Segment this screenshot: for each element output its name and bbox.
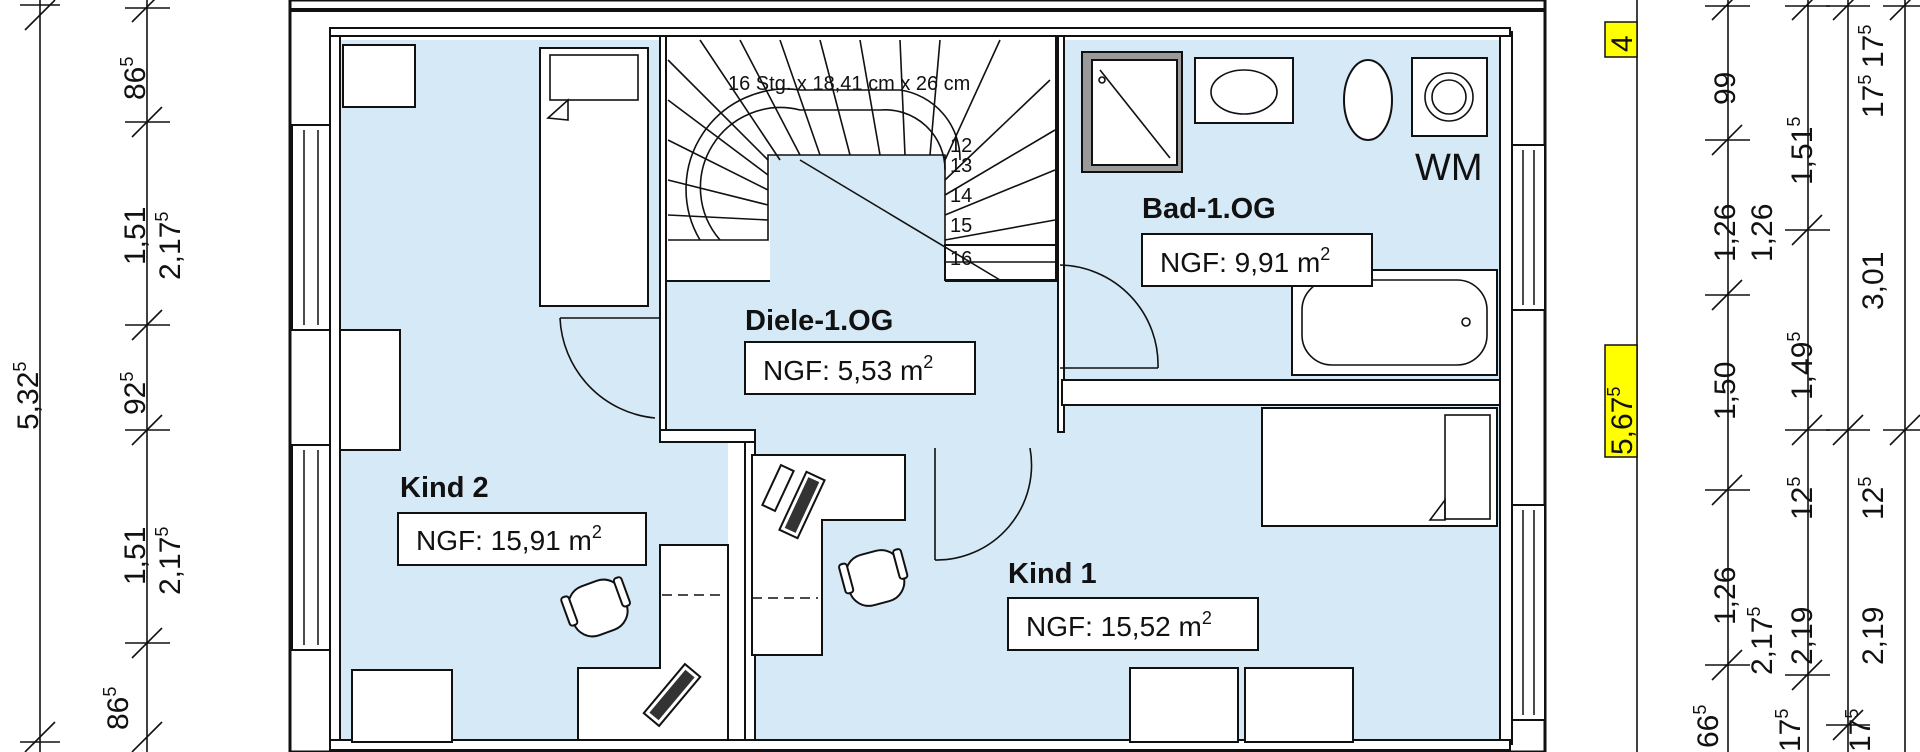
bad-bathtub — [1291, 269, 1498, 376]
dim-right2-125: 125 — [1784, 477, 1819, 520]
marker-mid-bg — [1604, 344, 1638, 458]
kind1-keyboard-2 — [761, 463, 795, 513]
bad-bathtub-drain — [1461, 317, 1471, 327]
kind2-bed-fold — [546, 98, 569, 121]
bad-sink-bowl — [1210, 69, 1278, 115]
room-name-diele: Diele-1.OG — [745, 305, 893, 337]
room-name-kind2: Kind 2 — [400, 472, 489, 504]
marker-top: 4 — [1606, 35, 1639, 52]
area-kind1: NGF: 15,52 m2 — [1026, 608, 1212, 642]
washer-label: WM — [1415, 147, 1483, 189]
stair-step-13: 13 — [950, 155, 972, 177]
kind2-bed — [539, 47, 649, 307]
kind2-door-swing — [559, 317, 656, 419]
kind2-keyboard — [642, 662, 702, 728]
dim-left-outer: 5,325 — [10, 362, 45, 430]
dim-left-2175-bottom: 2,175 — [152, 527, 187, 595]
kind2-desk — [577, 544, 729, 741]
kind1-bed-fold — [1428, 497, 1446, 521]
stair-step-12: 12 — [950, 135, 972, 157]
dim-right3-175: 175 — [1842, 709, 1877, 752]
kind1-cabinet-2 — [1244, 667, 1354, 743]
kind2-shelf — [339, 329, 401, 451]
stair-step-14: 14 — [950, 185, 972, 207]
area-box-bad — [1141, 233, 1373, 287]
right-windows — [1511, 144, 1546, 721]
area-bad: NGF: 9,91 m2 — [1160, 244, 1330, 278]
dim-right4-175-b: 175 — [1855, 75, 1890, 118]
dim-right2-219: 2,19 — [1786, 607, 1819, 665]
dim-right2-1495: 1,495 — [1784, 332, 1819, 400]
dim-left-92: 925 — [117, 372, 152, 415]
kind1-chair — [838, 548, 909, 607]
dim-right3-301: 3,01 — [1857, 252, 1890, 310]
stair-spec: 16 Stg. x 18,41 cm x 26 cm — [728, 73, 970, 95]
kind1-door-swing — [934, 447, 1033, 561]
dim-right3-219: 2,19 — [1857, 607, 1890, 665]
dim-left-2175-top: 2,175 — [152, 212, 187, 280]
stair-step-15: 15 — [950, 215, 972, 237]
bad-shower-drain — [1098, 76, 1106, 84]
bad-washer — [1411, 57, 1488, 137]
area-box-kind2 — [397, 512, 647, 566]
dim-left-86-bottom: 865 — [100, 687, 135, 730]
kind1-bed — [1261, 407, 1498, 527]
dim-right2-126: 1,26 — [1746, 204, 1779, 262]
dim-left-151-top: 1,51 — [119, 207, 152, 265]
bad-door-swing — [1059, 264, 1159, 369]
room-name-kind1: Kind 1 — [1008, 558, 1097, 590]
bad-toilet — [1343, 59, 1393, 141]
bad-washer-drum — [1424, 72, 1474, 122]
dim-right3-125: 125 — [1855, 477, 1890, 520]
kind2-pillow — [549, 54, 639, 101]
area-box-kind1 — [1007, 597, 1259, 651]
marker-top-bg — [1604, 21, 1638, 58]
left-dimension-lines — [20, 0, 170, 752]
dim-right4-175-a: 175 — [1855, 25, 1890, 68]
area-kind2: NGF: 15,91 m2 — [416, 522, 602, 556]
stair-step-16: 16 — [950, 248, 972, 270]
dim-right-99: 99 — [1709, 72, 1742, 105]
area-diele: NGF: 5,53 m2 — [763, 352, 933, 386]
dim-right3-1515: 1,515 — [1784, 117, 1819, 185]
dim-left-86-top: 865 — [117, 57, 152, 100]
kind1-cabinet-1 — [1129, 667, 1239, 743]
bad-washer-drum-inner — [1431, 79, 1467, 115]
area-box-diele — [744, 341, 976, 395]
kind2-chair — [560, 576, 631, 638]
kind1-pillow — [1444, 414, 1491, 520]
dim-right-665: 665 — [1690, 705, 1725, 748]
staircase — [665, 35, 1058, 305]
dim-left-151-bottom: 1,51 — [119, 527, 152, 585]
dim-right2-175: 175 — [1772, 709, 1807, 752]
kind1-keyboard — [778, 470, 826, 540]
right-dimension-lines — [1636, 0, 1920, 752]
bad-bathtub-inner — [1301, 279, 1488, 366]
kind2-cabinet-top — [342, 44, 416, 108]
dim-right-126-b: 1,26 — [1709, 567, 1742, 625]
dim-right2-2175: 2,175 — [1744, 607, 1779, 675]
dim-right-126-a: 1,26 — [1709, 204, 1742, 262]
room-name-bad: Bad-1.OG — [1142, 193, 1276, 225]
marker-mid: 5,675 — [1604, 387, 1639, 455]
dim-right-150: 1,50 — [1709, 362, 1742, 420]
left-windows — [291, 124, 331, 651]
bad-shower-diag — [1099, 69, 1171, 159]
kind2-cabinet-bottom — [351, 669, 453, 743]
